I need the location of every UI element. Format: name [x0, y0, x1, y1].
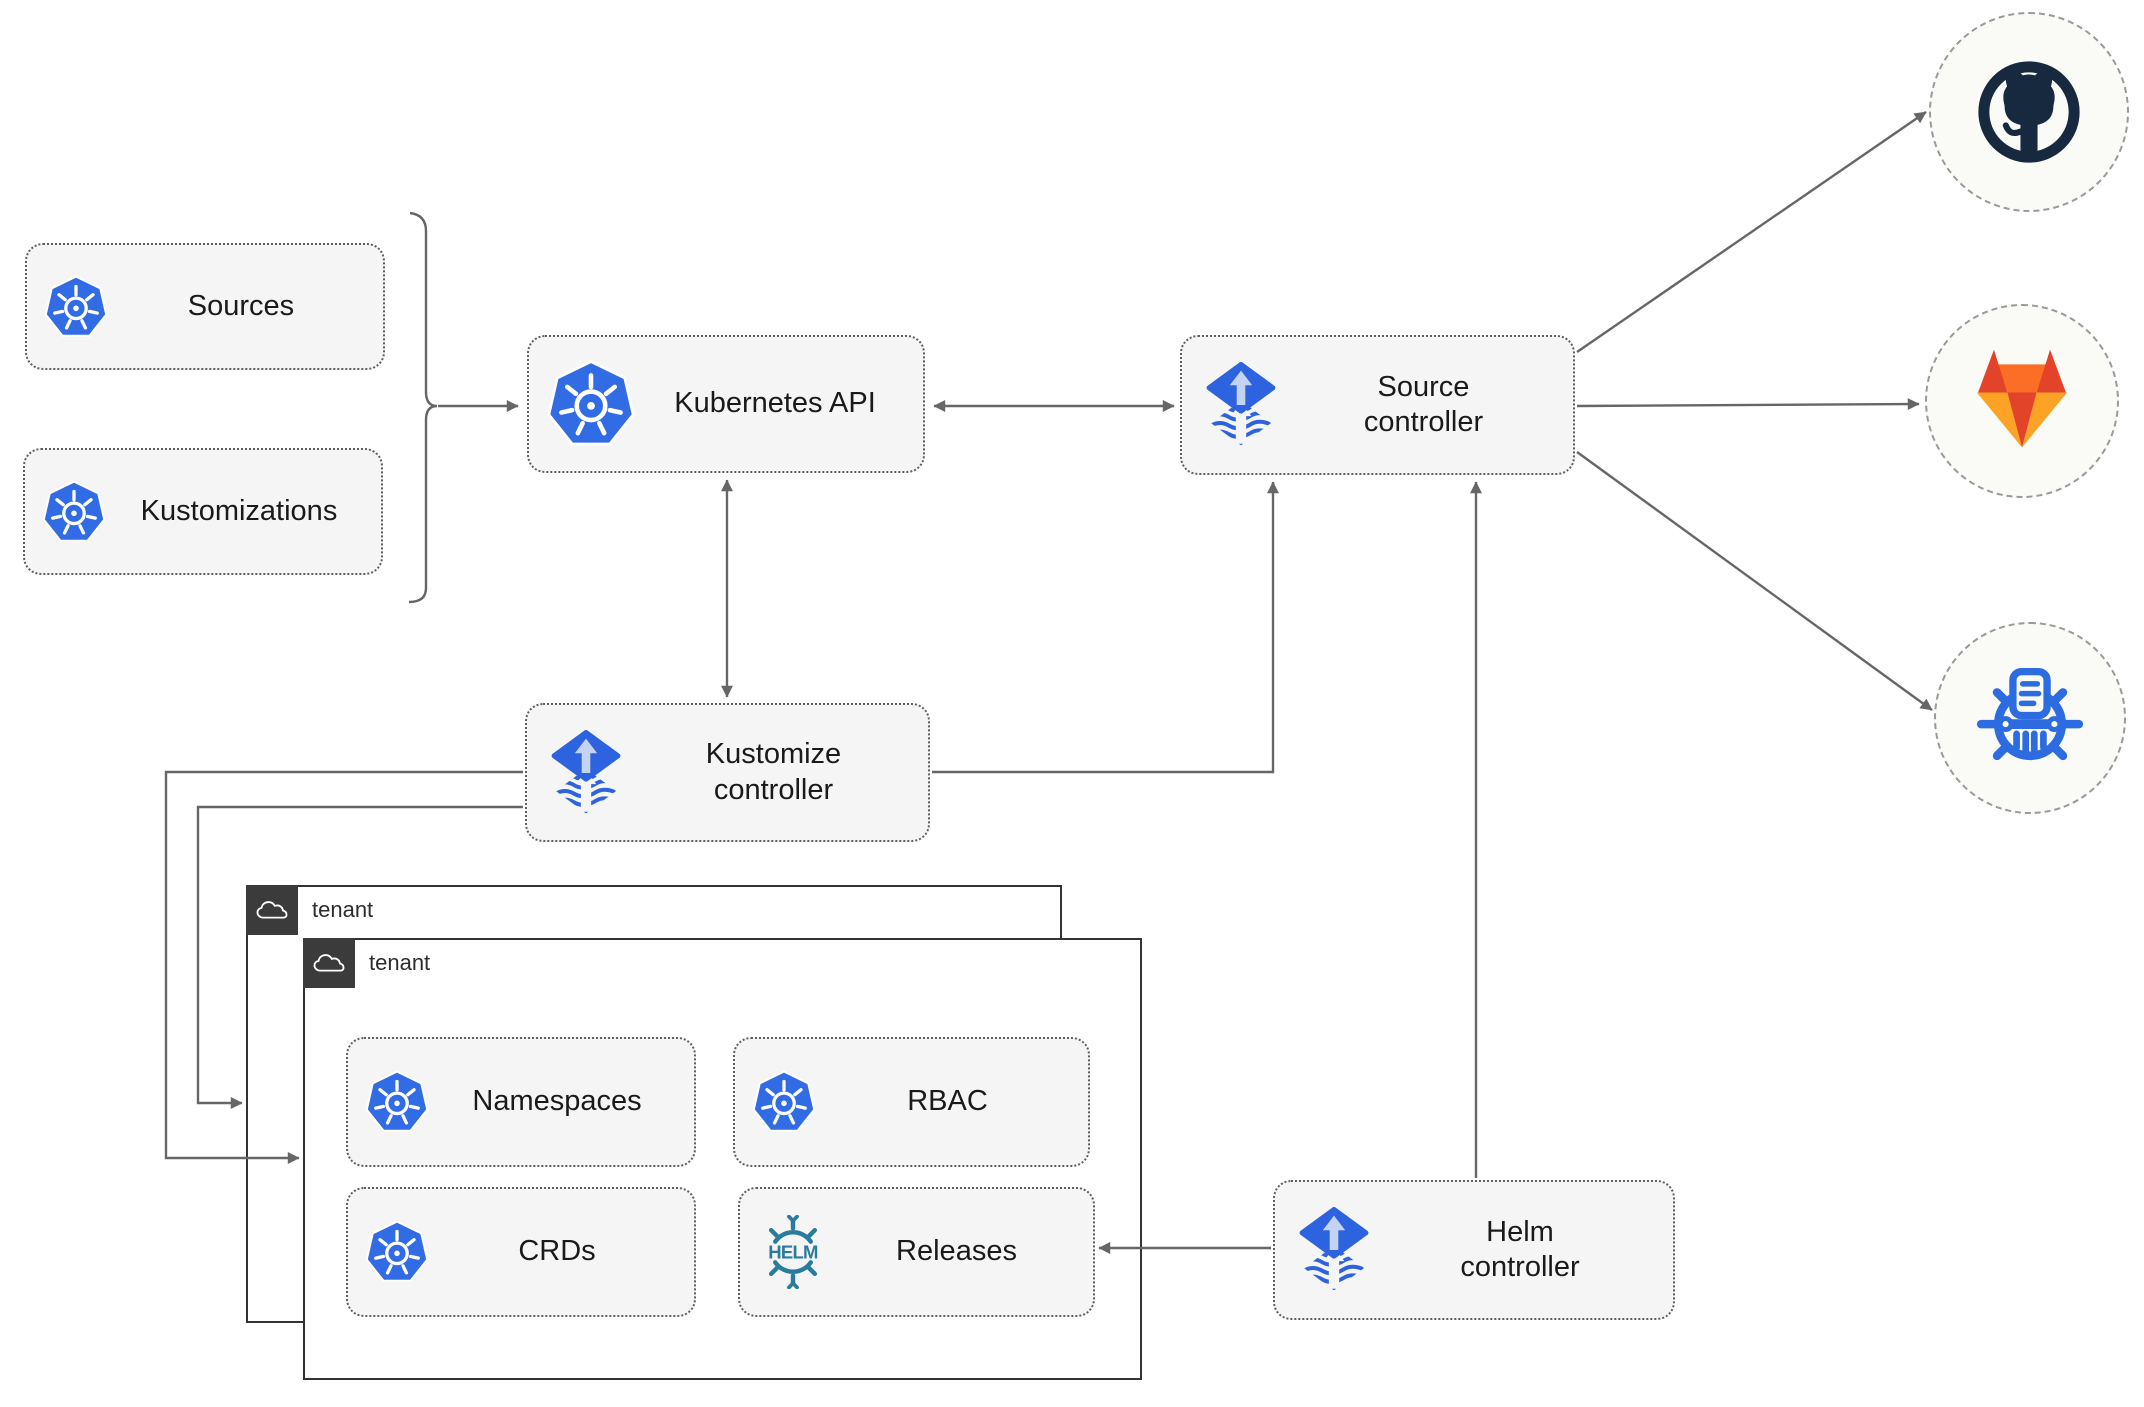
arrow-source-controller-to-gitlab: [1576, 398, 1920, 411]
node-label: Sources: [187, 289, 295, 322]
flux-icon: [543, 719, 629, 827]
node-crds: CRDs: [346, 1187, 696, 1317]
external-gitlab: [1925, 304, 2119, 498]
node-label: Releases: [896, 1235, 1017, 1268]
kubernetes-icon: [43, 274, 109, 340]
cloud-icon: [311, 947, 347, 979]
node-releases: Releases: [738, 1187, 1095, 1317]
node-label: CRDs: [518, 1235, 596, 1268]
node-label: Kustomizations: [140, 494, 338, 527]
node-sources: Sources: [25, 243, 385, 370]
kubernetes-icon: [751, 1069, 817, 1135]
kubernetes-icon: [41, 479, 107, 545]
node-rbac: RBAC: [733, 1037, 1090, 1167]
arrow-kustomize-controller-to-source-controller: [932, 481, 1279, 774]
kubernetes-icon: [364, 1069, 430, 1135]
gitlab-icon: [1961, 340, 2083, 462]
node-source-controller: Source controller: [1180, 335, 1575, 475]
tenant-group-front: tenant Namespaces RBAC CRDs Releases: [303, 938, 1142, 1380]
tenant-back-label: tenant: [312, 897, 374, 922]
tenant-back-header: [246, 885, 298, 935]
external-github: [1929, 12, 2129, 212]
kubernetes-icon: [364, 1219, 430, 1285]
node-label: Namespaces: [472, 1085, 642, 1118]
node-label: Helm controller: [1460, 1215, 1580, 1283]
node-namespaces: Namespaces: [346, 1037, 696, 1167]
flux-icon: [1198, 351, 1284, 459]
node-kustomize-controller: Kustomize controller: [525, 703, 930, 842]
external-helm-repository: [1934, 622, 2126, 814]
node-kustomizations: Kustomizations: [23, 448, 383, 575]
tenant-front-header: [303, 938, 355, 988]
node-label: Kustomize controller: [705, 738, 842, 806]
chartmuseum-icon: [1969, 657, 2091, 779]
node-label: Source controller: [1363, 370, 1484, 438]
node-label: Kubernetes API: [674, 387, 876, 420]
flux-icon: [1291, 1196, 1377, 1304]
node-helm-controller: Helm controller: [1273, 1180, 1675, 1320]
arrow-source-controller-to-helm-repository: [1576, 451, 1933, 711]
node-kubernetes-api: Kubernetes API: [527, 335, 925, 473]
helm-icon: [756, 1215, 830, 1289]
cloud-icon: [254, 894, 290, 926]
github-icon: [1968, 51, 2090, 173]
brace-sources-group: [408, 211, 438, 604]
kubernetes-icon: [545, 358, 637, 450]
arrow-source-controller-to-github: [1576, 111, 1927, 353]
tenant-front-label: tenant: [369, 950, 431, 975]
node-label: RBAC: [907, 1085, 988, 1118]
